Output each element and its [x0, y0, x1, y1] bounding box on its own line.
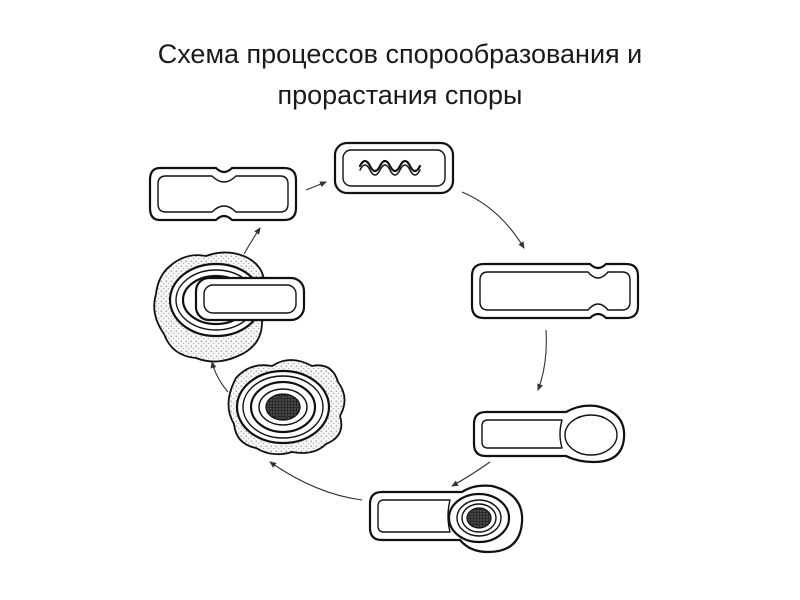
cell-with-nucleoid	[333, 141, 455, 195]
arrow-6-to-7	[210, 361, 229, 393]
dividing-cell-right	[470, 262, 640, 320]
title-line-2: прорастания споры	[277, 80, 523, 110]
arrow-4-to-5	[451, 461, 491, 487]
title-line-1: Схема процессов спорообразования и	[157, 39, 643, 69]
germinating-spore	[153, 251, 306, 363]
arrow-2-to-3	[461, 191, 525, 249]
forespore-cell	[472, 404, 626, 464]
dividing-cell-left	[148, 166, 298, 222]
cycle-arrows	[210, 181, 547, 501]
free-spore	[227, 359, 346, 456]
slide-title: Схема процессов спорообразования и прора…	[0, 34, 800, 116]
cell-with-spore	[368, 484, 524, 554]
arrow-3-to-4	[537, 329, 547, 391]
arrow-1-to-2	[305, 181, 327, 191]
arrow-5-to-6	[269, 461, 363, 501]
arrow-7-to-1	[243, 227, 261, 255]
